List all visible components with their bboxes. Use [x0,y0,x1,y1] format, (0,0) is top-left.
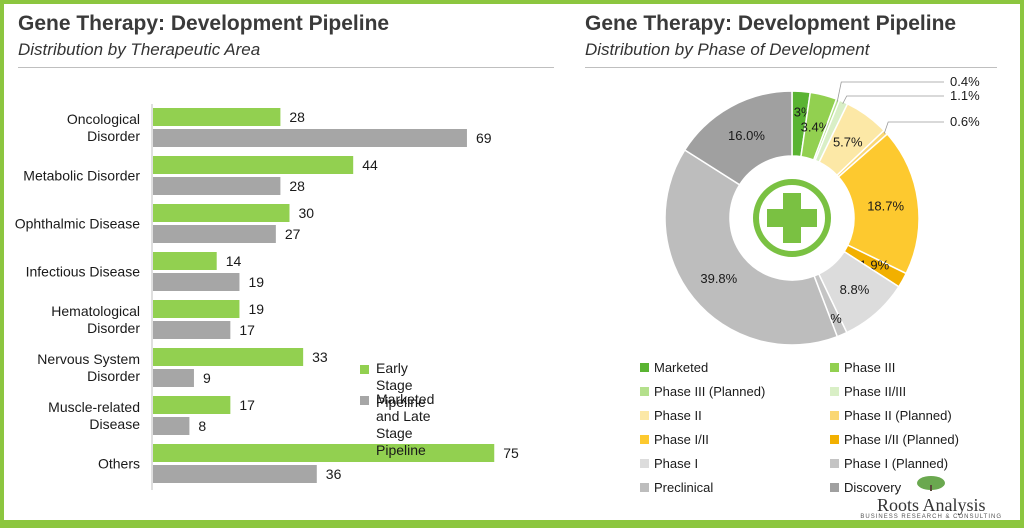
legend-label: Phase I/II (Planned) [844,432,959,447]
category-label: Ophthalmic Disease [15,216,140,232]
early-stage-bar [153,252,217,270]
tree-logo-icon [917,476,946,491]
legend-swatch [830,387,839,396]
late-stage-bar [153,321,231,339]
medical-cross-icon [753,179,831,257]
late-stage-bar [153,369,194,387]
early-stage-bar [153,204,290,222]
donut-slice [664,148,839,346]
category-label: Others [98,456,140,472]
legend-label: Phase III (Planned) [654,384,766,399]
legend-swatch [360,396,369,405]
legend-swatch [830,411,839,420]
legend-swatch [640,483,649,492]
legend-swatch [640,411,649,420]
phase-donut-chart: 2.3%3.4%0.4%1.1%5.7%0.6%18.7%1.9%8.8%1.3… [664,74,980,346]
legend-label: Preclinical [654,480,714,495]
early-stage-bar [153,108,281,126]
callout-line [842,95,944,104]
bar-value-label: 28 [289,109,305,125]
late-stage-bar [153,129,467,147]
slice-value-label: 16.0% [728,128,765,143]
bar-value-label: 75 [503,445,519,461]
bar-value-label: 30 [299,205,315,221]
callout-line [836,81,944,102]
slice-value-label: 1.1% [950,88,980,103]
legend-label: Phase I (Planned) [844,456,949,471]
late-stage-bar [153,225,276,243]
slice-value-label: 0.4% [950,74,980,89]
bar-value-label: 19 [248,301,264,317]
slice-value-label: 0.6% [950,114,980,129]
right-panel-subtitle: Distribution by Phase of Development [585,40,870,59]
legend-label: Phase I/II [654,432,709,447]
legend-label: Marketed [654,360,709,375]
late-stage-bar [153,417,190,435]
slice-value-label: 18.7% [867,198,904,213]
legend-swatch [640,435,649,444]
legend-label: Phase III [844,360,896,375]
legend-swatch [830,483,839,492]
early-stage-bar [153,156,354,174]
left-panel-title: Gene Therapy: Development Pipeline [18,12,390,35]
donut-slice [683,90,793,186]
bar-value-label: 69 [476,130,492,146]
slice-value-label: 3.4% [801,119,831,134]
legend-label: Phase II/III [844,384,907,399]
late-stage-bar [153,177,281,195]
late-stage-bar [153,465,317,483]
slice-value-label: 8.8% [840,282,870,297]
logo-name: Roots Analysis [876,495,986,515]
legend-swatch [830,363,839,372]
legend-label: Phase II (Planned) [844,408,952,423]
bar-value-label: 9 [203,370,211,386]
slice-value-label: 5.7% [833,135,863,150]
late-stage-bar [153,273,240,291]
legend-label: Phase I [654,456,699,471]
bar-value-label: 19 [248,274,264,290]
slice-value-label: 39.8% [700,271,737,286]
left-panel-subtitle: Distribution by Therapeutic Area [18,40,261,59]
category-label: Infectious Disease [26,264,141,280]
legend-swatch [360,365,369,374]
early-stage-bar [153,300,240,318]
legend-swatch [830,435,839,444]
bar-value-label: 28 [289,178,305,194]
right-panel-title: Gene Therapy: Development Pipeline [585,12,957,35]
legend-label: Phase II [654,408,702,423]
bar-value-label: 36 [326,466,342,482]
bar-value-label: 17 [239,397,255,413]
bar-value-label: 44 [362,157,378,173]
category-label: Metabolic Disorder [23,168,140,184]
right-title-rule [585,67,997,68]
early-stage-bar [153,444,495,462]
early-stage-bar [153,348,304,366]
legend-swatch [640,459,649,468]
legend-label: Discovery [844,480,902,495]
bar-value-label: 8 [198,418,206,434]
logo-tagline: BUSINESS RESEARCH & CONSULTING [860,514,1002,520]
roots-analysis-logo: Roots Analysis BUSINESS RESEARCH & CONSU… [860,475,1002,520]
legend-swatch [830,459,839,468]
callout-line [883,121,944,134]
early-stage-bar [153,396,231,414]
bar-value-label: 17 [239,322,255,338]
legend-swatch [640,387,649,396]
left-title-rule [18,67,554,68]
bar-value-label: 14 [226,253,242,269]
legend-label: Early Stage Pipeline [376,360,426,410]
bar-value-label: 33 [312,349,328,365]
legend-swatch [640,363,649,372]
bar-value-label: 27 [285,226,301,242]
